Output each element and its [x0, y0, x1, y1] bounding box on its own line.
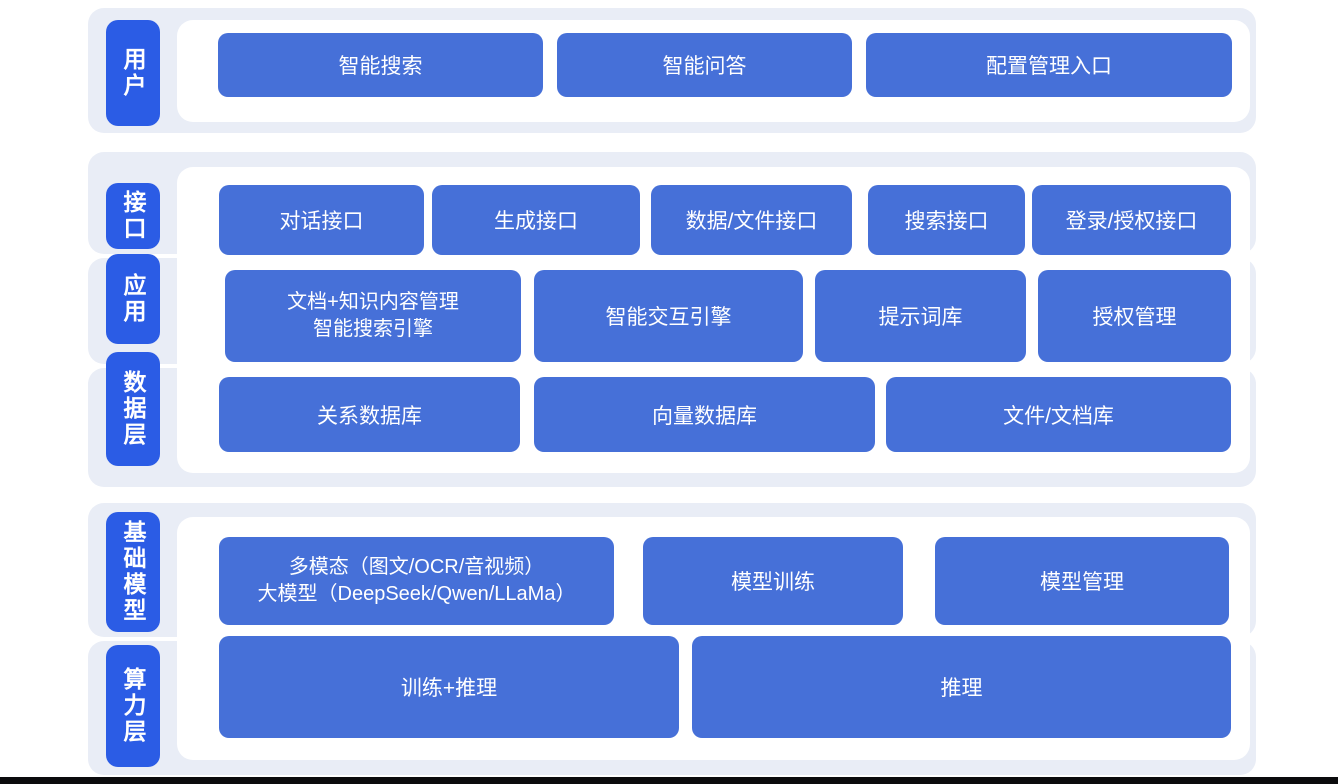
bottom-divider-bar — [0, 777, 1338, 784]
box-training-inference: 训练+推理 — [219, 636, 679, 738]
box-generation-interface: 生成接口 — [432, 185, 640, 255]
box-data-file-interface: 数据/文件接口 — [651, 185, 852, 255]
box-smart-search: 智能搜索 — [218, 33, 543, 97]
box-relational-db: 关系数据库 — [219, 377, 520, 452]
box-multimodal-llm: 多模态（图文/OCR/音视频） 大模型（DeepSeek/Qwen/LLaMa） — [219, 537, 614, 625]
tag-interface-layer: 接口 — [106, 183, 160, 249]
box-model-training: 模型训练 — [643, 537, 903, 625]
tag-user-layer: 用户 — [106, 20, 160, 126]
box-authorization-mgmt: 授权管理 — [1038, 270, 1231, 362]
box-login-auth-interface: 登录/授权接口 — [1032, 185, 1231, 255]
tag-base-model-layer: 基础模型 — [106, 512, 160, 632]
tag-data-layer: 数据层 — [106, 352, 160, 466]
box-dialog-interface: 对话接口 — [219, 185, 424, 255]
box-line-2: 大模型（DeepSeek/Qwen/LLaMa） — [257, 583, 576, 605]
box-config-mgmt-entry: 配置管理入口 — [866, 33, 1232, 97]
box-doc-knowledge-search-engine: 文档+知识内容管理 智能搜索引擎 — [225, 270, 521, 362]
box-vector-db: 向量数据库 — [534, 377, 875, 452]
box-line-1: 文档+知识内容管理 — [287, 291, 459, 313]
box-file-doc-store: 文件/文档库 — [886, 377, 1231, 452]
box-model-mgmt: 模型管理 — [935, 537, 1229, 625]
tag-application-layer: 应用 — [106, 254, 160, 344]
tag-compute-layer: 算力层 — [106, 645, 160, 767]
box-search-interface: 搜索接口 — [868, 185, 1025, 255]
box-inference: 推理 — [692, 636, 1231, 738]
box-smart-qa: 智能问答 — [557, 33, 852, 97]
box-prompt-library: 提示词库 — [815, 270, 1026, 362]
box-smart-interaction-engine: 智能交互引擎 — [534, 270, 803, 362]
box-line-1: 多模态（图文/OCR/音视频） — [288, 556, 545, 578]
box-line-2: 智能搜索引擎 — [313, 318, 433, 340]
